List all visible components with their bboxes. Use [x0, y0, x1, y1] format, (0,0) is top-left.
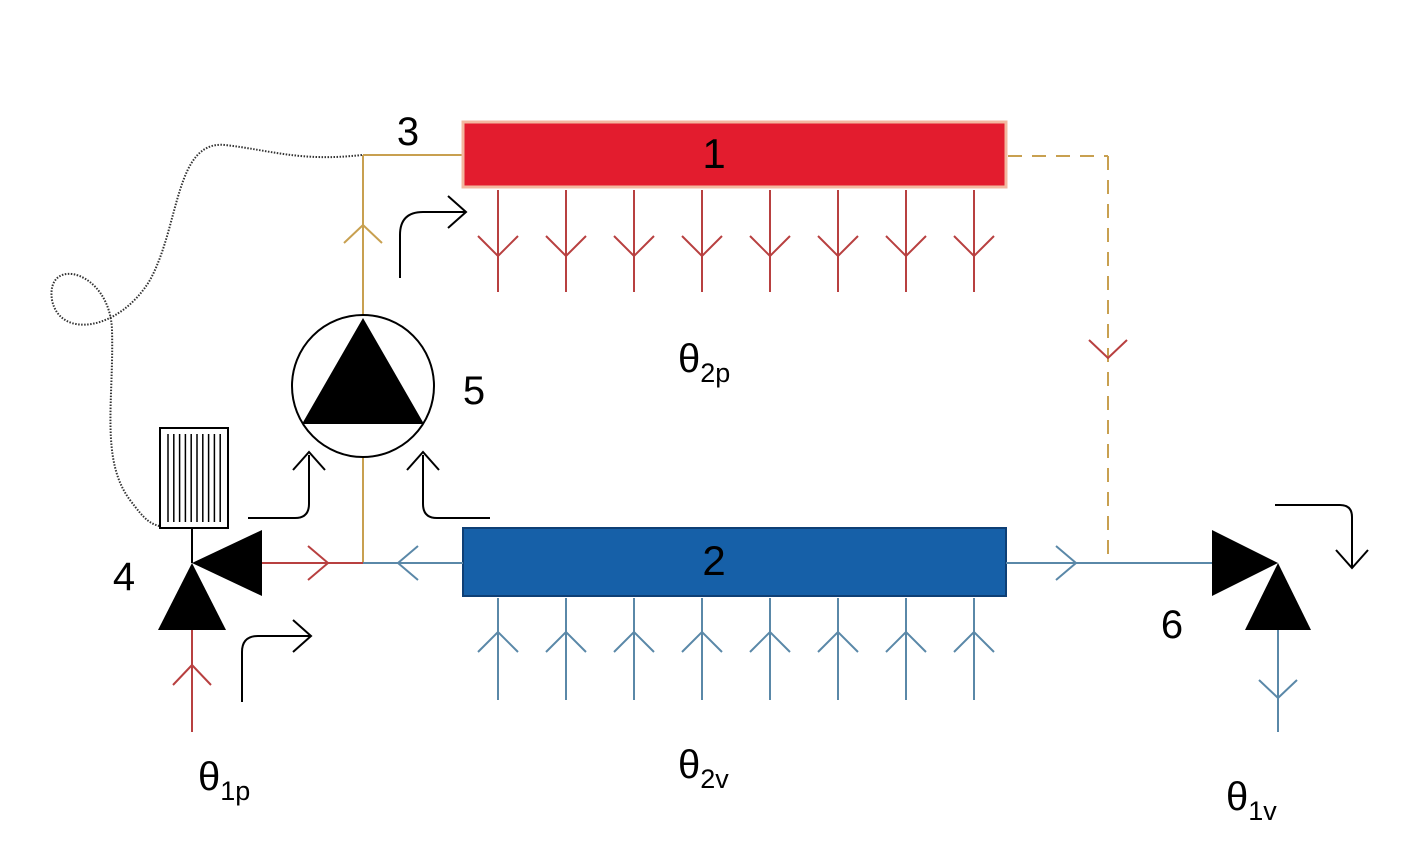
flow-direction-arrows: [241, 195, 1369, 702]
primary-supply-arrow: [172, 663, 212, 686]
outlet-arrow: [885, 235, 927, 258]
cold-outflow-arrow-left: [396, 545, 419, 581]
outlet-arrow: [545, 235, 587, 258]
theta-1v-label: θ1v: [1226, 775, 1277, 826]
primary-return-arrow: [1258, 679, 1298, 700]
outlet-arrow: [749, 235, 791, 258]
outlet-arrow: [817, 235, 859, 258]
junction-label: 3: [397, 110, 419, 154]
return-valve-label: 6: [1161, 603, 1183, 647]
inlet-arrow: [953, 630, 995, 653]
bottom-exchanger-inlets: [477, 598, 995, 700]
theta-1p-label: θ1p: [198, 755, 250, 806]
mixing-valve: [158, 528, 262, 630]
return-valve: [1212, 530, 1311, 630]
theta-2v-label: θ2v: [678, 743, 729, 794]
valve-icon: [1212, 530, 1278, 596]
bottom-pipes: [191, 562, 1279, 732]
inlet-arrow: [749, 630, 791, 653]
three-way-valve-icon: [192, 530, 262, 596]
bottom-heat-exchanger: [462, 527, 1007, 597]
top-exchanger-label: 1: [702, 130, 725, 177]
mixing-valve-label: 4: [113, 555, 135, 599]
inlet-arrow: [817, 630, 859, 653]
theta-2p-label: θ2p: [678, 337, 730, 388]
outlet-arrow: [613, 235, 655, 258]
outlet-arrow: [953, 235, 995, 258]
inlet-arrow: [885, 630, 927, 653]
inlet-arrow: [613, 630, 655, 653]
actuator-icon: [159, 427, 229, 529]
inlet-arrow: [545, 630, 587, 653]
pump-label: 5: [463, 369, 485, 413]
inlet-arrow: [477, 630, 519, 653]
flow-direction-arrow-icon: [399, 211, 465, 278]
outlet-arrow: [477, 235, 519, 258]
top-heat-exchanger: [461, 120, 1008, 189]
outlet-arrow: [681, 235, 723, 258]
top-exchanger-outlets: [477, 190, 995, 292]
sensor-cable: [50, 143, 363, 528]
bottom-exchanger-label: 2: [702, 537, 725, 584]
inlet-arrow: [681, 630, 723, 653]
hot-inflow-arrow: [307, 545, 330, 581]
supply-pipe: [362, 154, 463, 563]
cold-outflow-arrow-right: [1055, 545, 1078, 581]
dashed-return-pipe: [1008, 155, 1109, 563]
pump: [291, 314, 435, 458]
